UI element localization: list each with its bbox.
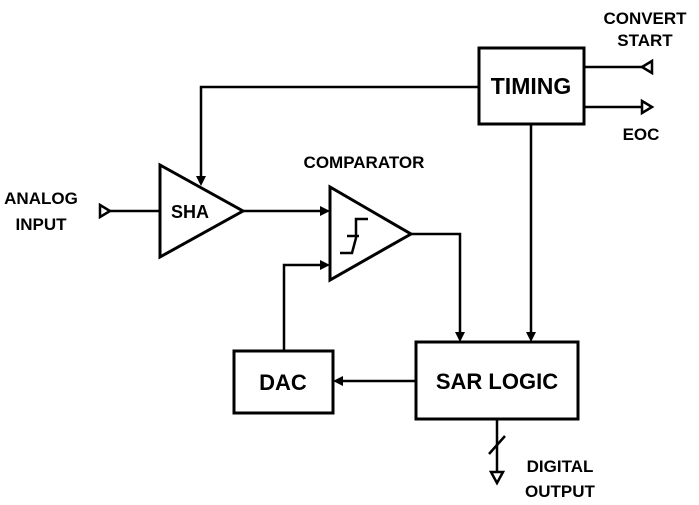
timing-label: TIMING	[491, 73, 572, 99]
digital-output-terminal-icon	[488, 470, 506, 486]
sha-label: SHA	[171, 202, 209, 222]
digital-output-label-line1: DIGITAL	[527, 457, 594, 476]
convert-start-label-line1: CONVERT	[603, 9, 687, 28]
timing-to-sha-wire	[199, 85, 479, 176]
comparator-label: COMPARATOR	[304, 153, 425, 172]
analog-input-label-line1: ANALOG	[4, 189, 78, 208]
hysteresis-symbol-icon	[340, 217, 368, 255]
comparator-to-sar-arrowhead	[455, 332, 465, 342]
eoc-terminal-icon	[640, 98, 655, 116]
sar-logic-block	[414, 340, 580, 421]
convert-start-terminal-icon	[639, 58, 654, 76]
timing-to-sha-arrowhead	[196, 176, 206, 186]
analog-input-terminal-icon	[98, 202, 113, 220]
digital-output-label-line2: OUTPUT	[525, 482, 596, 501]
dac-to-comparator-arrowhead	[320, 260, 330, 270]
eoc-label: EOC	[623, 125, 660, 144]
comparator-to-sar-wire	[411, 232, 462, 334]
dac-to-comparator-wire	[282, 263, 322, 351]
sar-logic-label: SAR LOGIC	[436, 369, 558, 394]
timing-to-sar-arrowhead	[526, 332, 536, 342]
bus-slash-icon	[488, 435, 506, 455]
sha-to-comparator-arrowhead	[320, 206, 330, 216]
analog-input-label-line2: INPUT	[16, 215, 68, 234]
comparator	[328, 184, 415, 283]
sar-to-dac-arrowhead	[333, 376, 343, 386]
dac-label: DAC	[259, 370, 307, 395]
convert-start-label-line2: START	[617, 31, 673, 50]
